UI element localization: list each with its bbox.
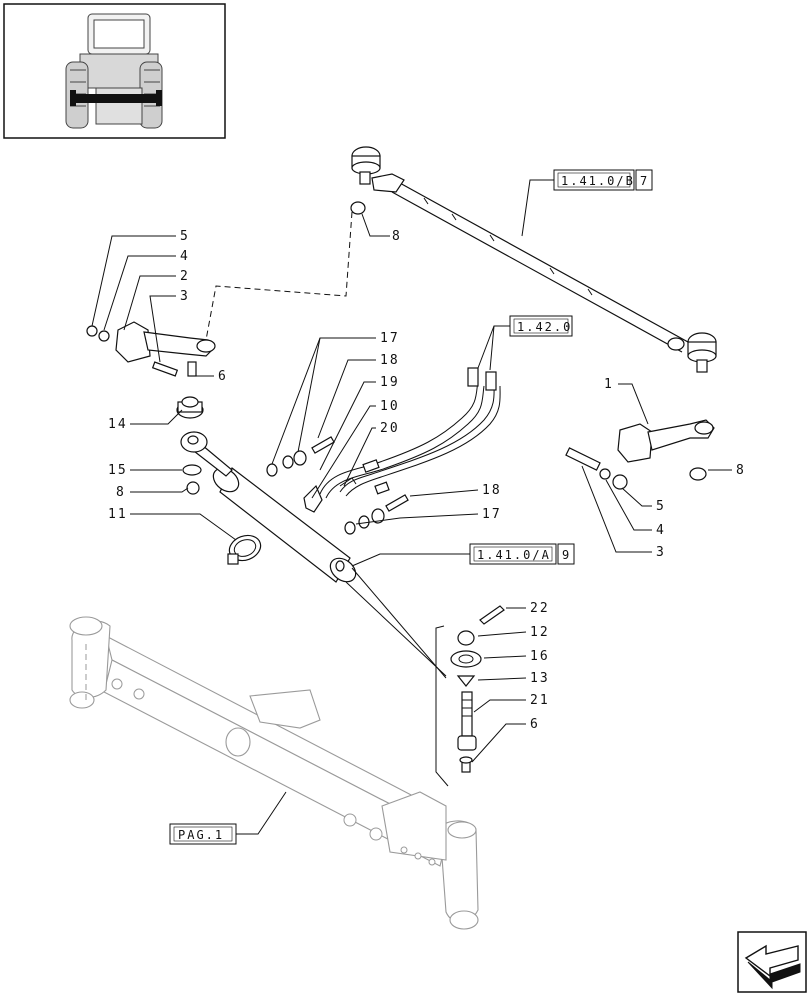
callout-15[interactable]: 15 xyxy=(108,463,128,478)
callout-8-top[interactable]: 8 xyxy=(392,229,402,244)
hydraulic-pipes[interactable] xyxy=(319,367,501,499)
nut-8-top[interactable] xyxy=(350,201,366,215)
ref-box-1-41-0-a[interactable]: 1.41.0/A 9 xyxy=(469,543,575,565)
callout-8-mid[interactable]: 8 xyxy=(116,485,126,500)
fittings-bottom[interactable] xyxy=(344,494,409,535)
ref-page-9: 9 xyxy=(562,548,571,562)
pin-assembly[interactable] xyxy=(450,605,505,773)
ref-label-1-41-0-a: 1.41.0/A xyxy=(477,548,551,562)
ref-label-1-41-0-b: 1.41.0/B xyxy=(561,174,635,188)
callout-labels: 5 4 2 3 6 8 14 15 8 11 17 18 19 10 20 18… xyxy=(108,229,746,732)
callout-2-left[interactable]: 2 xyxy=(180,269,190,284)
callout-21[interactable]: 21 xyxy=(530,693,550,708)
callout-4-left[interactable]: 4 xyxy=(180,249,190,264)
callout-14[interactable]: 14 xyxy=(108,417,128,432)
callout-12[interactable]: 12 xyxy=(530,625,550,640)
callout-20[interactable]: 20 xyxy=(380,421,400,436)
callout-3-right[interactable]: 3 xyxy=(656,545,666,560)
callout-3-left[interactable]: 3 xyxy=(180,289,190,304)
callout-17-bottom[interactable]: 17 xyxy=(482,507,502,522)
left-steering-arm[interactable] xyxy=(86,321,216,377)
callout-22[interactable]: 22 xyxy=(530,601,550,616)
fittings-top[interactable] xyxy=(266,436,335,513)
callout-8-right[interactable]: 8 xyxy=(736,463,746,478)
right-steering-arm[interactable] xyxy=(565,419,715,490)
callout-16[interactable]: 16 xyxy=(530,649,550,664)
ref-box-1-42-0[interactable]: 1.42.0 xyxy=(509,315,573,337)
front-axle-highlight xyxy=(74,94,158,103)
ref-box-1-41-0-b[interactable]: 1.41.0/B 7 xyxy=(553,169,653,191)
leader-lines xyxy=(91,179,732,835)
steering-cylinder[interactable] xyxy=(176,396,360,586)
tractor-thumbnail[interactable] xyxy=(3,3,226,139)
callout-13[interactable]: 13 xyxy=(530,671,550,686)
callout-1-right[interactable]: 1 xyxy=(604,377,614,392)
ref-label-pag-1: PAG.1 xyxy=(178,828,224,842)
ref-page-7: 7 xyxy=(640,174,649,188)
ref-box-pag-1[interactable]: PAG.1 xyxy=(169,823,237,845)
front-axle-ghost xyxy=(69,616,479,930)
callout-5-right[interactable]: 5 xyxy=(656,499,666,514)
hose-clamp-11[interactable] xyxy=(226,531,264,565)
callout-6-bottom[interactable]: 6 xyxy=(530,717,540,732)
callout-17-top[interactable]: 17 xyxy=(380,331,400,346)
callout-11[interactable]: 11 xyxy=(108,507,128,522)
tractor-front-view-icon xyxy=(65,13,163,129)
callout-4-right[interactable]: 4 xyxy=(656,523,666,538)
next-page-arrow-icon[interactable] xyxy=(737,931,807,993)
callout-10[interactable]: 10 xyxy=(380,399,400,414)
callout-19[interactable]: 19 xyxy=(380,375,400,390)
ref-label-1-42-0: 1.42.0 xyxy=(517,320,572,334)
tie-rod-assembly[interactable] xyxy=(351,146,717,373)
callout-18-top[interactable]: 18 xyxy=(380,353,400,368)
callout-5-left[interactable]: 5 xyxy=(180,229,190,244)
callout-18-bottom[interactable]: 18 xyxy=(482,483,502,498)
callout-6-top[interactable]: 6 xyxy=(218,369,228,384)
